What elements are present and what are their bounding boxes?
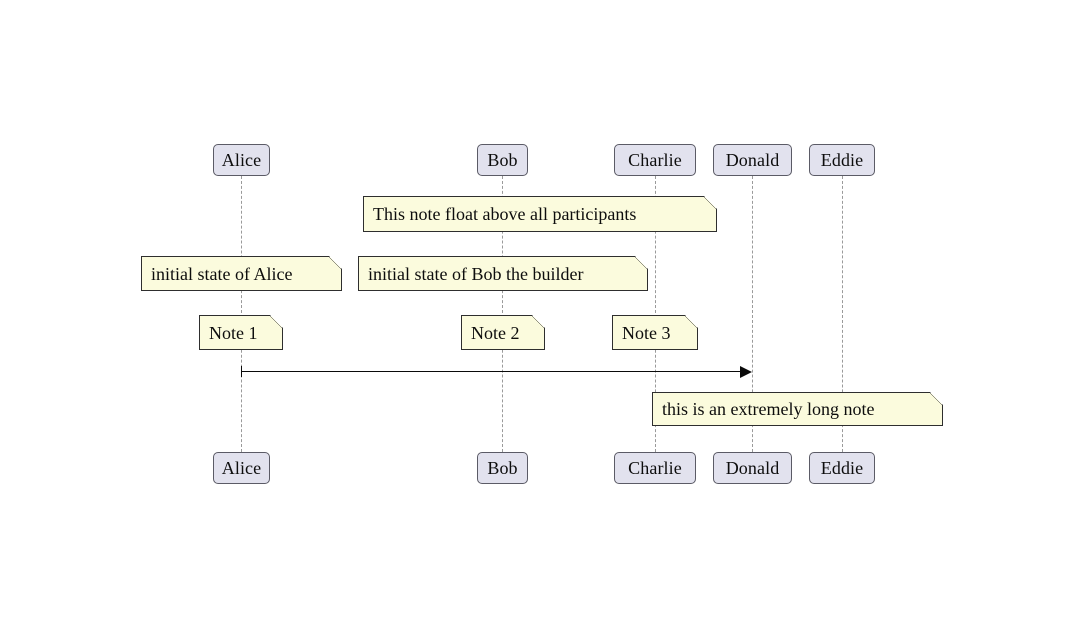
lifeline-charlie [655, 176, 656, 452]
note-text: Note 3 [622, 322, 671, 343]
participant-label: Donald [725, 150, 780, 170]
note-fold-edge-icon [269, 315, 283, 329]
note-text: this is an extremely long note [662, 399, 875, 419]
lifeline-donald [752, 176, 753, 452]
note-text: Note 2 [471, 322, 520, 343]
note-fold-edge-icon [531, 315, 545, 329]
message-arrowhead-icon [740, 365, 752, 378]
participant-foot-bob[interactable]: Bob [477, 452, 528, 484]
note-over-all-participants[interactable]: This note float above all participants [363, 196, 717, 232]
note-2[interactable]: Note 2 [461, 315, 545, 350]
note-initial-state-alice[interactable]: initial state of Alice [141, 256, 342, 291]
participant-label: Alice [221, 150, 262, 170]
note-text: initial state of Alice [151, 263, 293, 284]
note-1[interactable]: Note 1 [199, 315, 283, 350]
note-text: Note 1 [209, 322, 258, 343]
note-text: This note float above all participants [373, 204, 637, 224]
participant-label: Alice [221, 458, 262, 478]
participant-foot-alice[interactable]: Alice [213, 452, 270, 484]
participant-head-bob[interactable]: Bob [477, 144, 528, 176]
note-fold-edge-icon [328, 256, 342, 270]
lifeline-alice [241, 176, 242, 452]
participant-head-donald[interactable]: Donald [713, 144, 792, 176]
participant-foot-eddie[interactable]: Eddie [809, 452, 875, 484]
participant-foot-donald[interactable]: Donald [713, 452, 792, 484]
participant-label: Eddie [820, 150, 864, 170]
note-fold-edge-icon [634, 256, 648, 270]
lifeline-eddie [842, 176, 843, 452]
participant-label: Donald [725, 458, 780, 478]
participant-label: Bob [487, 458, 518, 478]
participant-head-eddie[interactable]: Eddie [809, 144, 875, 176]
note-extremely-long[interactable]: this is an extremely long note [652, 392, 943, 426]
message-line-alice-to-donald[interactable] [241, 371, 741, 372]
note-fold-edge-icon [703, 196, 717, 210]
participant-head-alice[interactable]: Alice [213, 144, 270, 176]
note-fold-edge-icon [684, 315, 698, 329]
note-initial-state-bob[interactable]: initial state of Bob the builder [358, 256, 648, 291]
note-text: initial state of Bob the builder [368, 263, 584, 284]
participant-foot-charlie[interactable]: Charlie [614, 452, 696, 484]
note-3[interactable]: Note 3 [612, 315, 698, 350]
participant-head-charlie[interactable]: Charlie [614, 144, 696, 176]
participant-label: Bob [487, 150, 518, 170]
participant-label: Eddie [820, 458, 864, 478]
participant-label: Charlie [628, 458, 682, 478]
note-fold-edge-icon [929, 392, 943, 406]
lifeline-bob [502, 176, 503, 452]
participant-label: Charlie [628, 150, 682, 170]
